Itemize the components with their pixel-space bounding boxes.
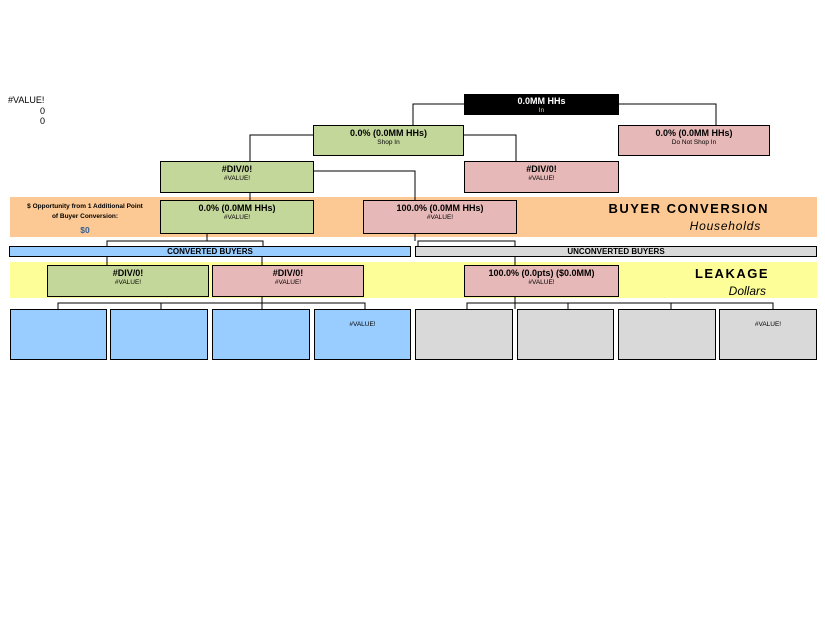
leakage-converted-right-main: #DIV/0! xyxy=(272,268,304,278)
converted-node[interactable]: 0.0% (0.0MM HHs) #VALUE! xyxy=(160,200,314,234)
unconverted-main: 100.0% (0.0MM HHs) xyxy=(396,203,484,213)
shop-in-sub: Shop In xyxy=(377,139,400,146)
level2-left-main: #DIV/0! xyxy=(221,164,253,174)
unconverted-detail-text: #VALUE! xyxy=(754,321,782,328)
unconverted-detail-box[interactable] xyxy=(415,309,513,360)
level2-right-main: #DIV/0! xyxy=(526,164,557,174)
opportunity-label: $ Opportunity from 1 Additional Point of… xyxy=(12,202,158,235)
not-shop-in-sub: Do Not Shop In xyxy=(671,139,717,146)
corner-value-1: 0 xyxy=(40,106,46,116)
leakage-converted-left-sub: #VALUE! xyxy=(114,279,142,286)
leakage-unconverted-sub: #VALUE! xyxy=(528,279,555,286)
level2-right-sub: #VALUE! xyxy=(528,175,555,182)
unconverted-sub: #VALUE! xyxy=(426,214,454,221)
converted-detail-box[interactable] xyxy=(212,309,310,360)
leakage-title: LEAKAGE xyxy=(694,266,769,281)
converted-main: 0.0% (0.0MM HHs) xyxy=(198,203,276,213)
unconverted-detail-box[interactable] xyxy=(517,309,614,360)
opportunity-value: $0 xyxy=(80,225,90,235)
opportunity-label-line2: of Buyer Conversion: xyxy=(51,213,119,220)
unconverted-detail-box[interactable]: #VALUE! xyxy=(719,309,817,360)
converted-sub: #VALUE! xyxy=(223,214,251,221)
corner-error: #VALUE! xyxy=(8,95,45,105)
converted-buyers-header: CONVERTED BUYERS xyxy=(9,246,411,257)
corner-value-2: 0 xyxy=(40,116,46,126)
converted-detail-box[interactable] xyxy=(110,309,208,360)
root-node[interactable]: 0.0MM HHs In xyxy=(464,94,619,115)
shop-in-node[interactable]: 0.0% (0.0MM HHs) Shop In xyxy=(313,125,464,156)
root-sub: In xyxy=(538,107,545,114)
leakage-unconverted-node[interactable]: 100.0% (0.0pts) ($0.0MM) #VALUE! xyxy=(464,265,619,297)
converted-detail-box[interactable] xyxy=(10,309,107,360)
leakage-converted-left-main: #DIV/0! xyxy=(112,268,144,278)
not-shop-in-node[interactable]: 0.0% (0.0MM HHs) Do Not Shop In xyxy=(618,125,770,156)
opportunity-label-line1: $ Opportunity from 1 Additional Point xyxy=(27,203,143,210)
level2-right-node[interactable]: #DIV/0! #VALUE! xyxy=(464,161,619,193)
unconverted-detail-box[interactable] xyxy=(618,309,716,360)
leakage-converted-right-node[interactable]: #DIV/0! #VALUE! xyxy=(212,265,364,297)
level2-left-sub: #VALUE! xyxy=(223,175,251,182)
buyer-conversion-subtitle: Households xyxy=(689,219,761,233)
converted-detail-box[interactable]: #VALUE! xyxy=(314,309,411,360)
buyer-conversion-title: BUYER CONVERSION xyxy=(608,201,769,216)
shop-in-main: 0.0% (0.0MM HHs) xyxy=(349,128,428,138)
converted-detail-text: #VALUE! xyxy=(349,321,376,328)
leakage-converted-left-node[interactable]: #DIV/0! #VALUE! xyxy=(47,265,209,297)
unconverted-node[interactable]: 100.0% (0.0MM HHs) #VALUE! xyxy=(363,200,517,234)
leakage-subtitle: Dollars xyxy=(728,284,766,298)
level2-left-node[interactable]: #DIV/0! #VALUE! xyxy=(160,161,314,193)
root-main: 0.0MM HHs xyxy=(517,96,566,106)
leakage-unconverted-main: 100.0% (0.0pts) ($0.0MM) xyxy=(488,268,595,278)
leakage-converted-right-sub: #VALUE! xyxy=(274,279,302,286)
unconverted-buyers-header: UNCONVERTED BUYERS xyxy=(415,246,817,257)
not-shop-in-main: 0.0% (0.0MM HHs) xyxy=(655,128,733,138)
